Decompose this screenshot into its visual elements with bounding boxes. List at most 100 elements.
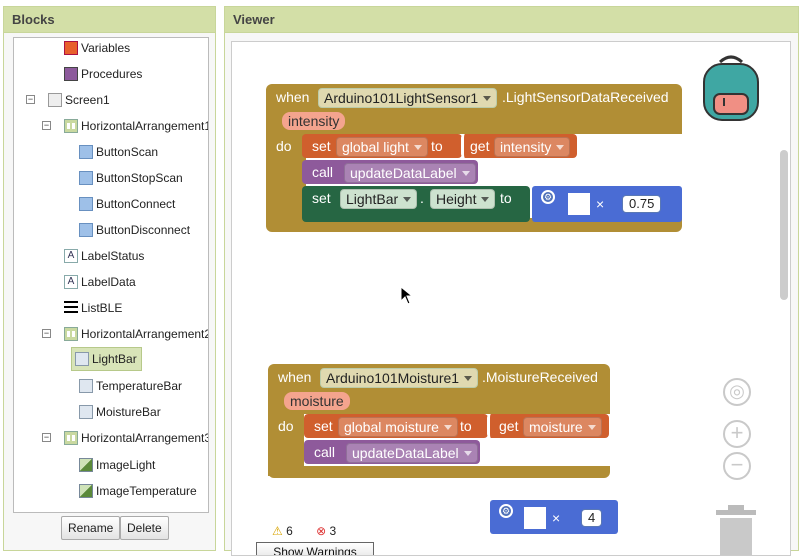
dot-separator: .	[420, 190, 424, 206]
tree-item-screen1[interactable]: Screen1	[48, 90, 110, 110]
list-icon	[64, 301, 78, 315]
gear-icon[interactable]: ⚙	[541, 190, 555, 204]
tree-item-buttonscan[interactable]: ButtonScan	[79, 142, 158, 162]
tree-item-horizontalarrangement1[interactable]: HorizontalArrangement1	[64, 116, 208, 136]
slider-icon	[79, 405, 93, 419]
when-keyword: when	[278, 369, 312, 385]
get-keyword: get	[470, 138, 490, 154]
tree-item-lightbar[interactable]: LightBar	[71, 347, 142, 371]
to-keyword: to	[460, 418, 472, 434]
tree-item-imagetemperature[interactable]: ImageTemperature	[79, 481, 197, 501]
tree-item-horizontalarrangement2[interactable]: HorizontalArrangement2	[64, 324, 208, 344]
call-keyword: call	[312, 164, 334, 180]
collapse-toggle-icon[interactable]: −	[42, 328, 51, 338]
image-icon	[79, 458, 93, 472]
event-name: .LightSensorDataReceived	[502, 89, 669, 105]
warning-icon: ⚠	[272, 524, 283, 538]
collapse-toggle-icon[interactable]: −	[26, 94, 35, 104]
property-dropdown[interactable]: Height	[430, 189, 496, 209]
button-icon	[79, 223, 93, 237]
center-target-icon[interactable]: ◎	[723, 378, 751, 406]
component-dropdown[interactable]: LightBar	[340, 189, 418, 209]
zoom-in-icon[interactable]: +	[723, 420, 751, 448]
event-parameter[interactable]: moisture	[284, 392, 350, 410]
backpack-icon[interactable]	[698, 52, 764, 124]
procedure-dropdown[interactable]: updateDataLabel	[344, 163, 476, 183]
screen-icon	[48, 93, 62, 107]
set-keyword: set	[312, 138, 331, 154]
do-keyword: do	[278, 418, 294, 434]
tree-item-buttonconnect[interactable]: ButtonConnect	[79, 194, 175, 214]
blocks-panel-title: Blocks	[4, 7, 215, 33]
get-variable-dropdown[interactable]: moisture	[523, 417, 602, 437]
delete-button[interactable]: Delete	[120, 516, 169, 540]
event-parameter[interactable]: intensity	[282, 112, 346, 130]
tree-item-listble[interactable]: ListBLE	[64, 298, 122, 318]
error-icon: ⊗	[316, 524, 327, 538]
empty-socket[interactable]	[524, 507, 546, 529]
do-keyword: do	[276, 138, 292, 154]
tree-item-buttondisconnect[interactable]: ButtonDisconnect	[79, 220, 190, 240]
multiply-operator: ×	[596, 196, 605, 212]
component-dropdown[interactable]: Arduino101Moisture1	[320, 368, 479, 388]
collapse-toggle-icon[interactable]: −	[42, 432, 51, 442]
error-count: 3	[329, 524, 337, 538]
show-warnings-button[interactable]: Show Warnings	[256, 542, 374, 555]
trash-icon[interactable]	[714, 504, 758, 556]
gear-icon[interactable]: ⚙	[499, 504, 513, 518]
tree-item-temperaturebar[interactable]: TemperatureBar	[79, 376, 182, 396]
warning-indicator: ⚠ 6 ⊗ 3	[272, 524, 336, 538]
get-variable-block[interactable]	[487, 414, 609, 438]
multiply-operator: ×	[552, 510, 561, 526]
zoom-out-icon[interactable]: −	[723, 452, 751, 480]
variable-dropdown[interactable]: global moisture	[338, 417, 458, 437]
viewer-panel: Viewer when Arduino101LightSensor1 .Ligh…	[224, 6, 799, 556]
blocks-workspace[interactable]: when Arduino101LightSensor1 .LightSensor…	[231, 41, 791, 556]
event-name: .MoistureReceived	[482, 369, 598, 385]
set-keyword: set	[312, 190, 331, 206]
label-icon: A	[64, 275, 78, 289]
set-keyword: set	[314, 418, 333, 434]
empty-socket[interactable]	[568, 193, 590, 215]
slider-icon	[79, 379, 93, 393]
procedures-icon	[64, 67, 78, 81]
button-icon	[79, 145, 93, 159]
viewer-panel-title: Viewer	[225, 7, 798, 33]
tree-item-imagelight[interactable]: ImageLight	[79, 455, 155, 475]
collapse-toggle-icon[interactable]: −	[42, 120, 51, 130]
horizontal-arrangement-icon	[64, 327, 78, 341]
procedure-dropdown[interactable]: updateDataLabel	[346, 443, 478, 463]
warning-count: 6	[286, 524, 293, 538]
call-procedure-block[interactable]	[302, 160, 478, 184]
to-keyword: to	[500, 190, 512, 206]
slider-icon	[75, 352, 89, 366]
get-keyword: get	[499, 418, 519, 434]
button-icon	[79, 197, 93, 211]
number-field[interactable]: 0.75	[622, 195, 662, 213]
component-dropdown[interactable]: Arduino101LightSensor1	[318, 88, 498, 108]
blocks-panel: Blocks Variables Procedures − Screen1 − …	[3, 6, 216, 551]
tree-item-variables[interactable]: Variables	[64, 38, 130, 58]
tree-item-horizontalarrangement3[interactable]: HorizontalArrangement3	[64, 428, 208, 448]
mouse-cursor-icon	[400, 286, 414, 305]
variable-dropdown[interactable]: global light	[336, 137, 428, 157]
get-variable-dropdown[interactable]: intensity	[494, 137, 571, 157]
tree-item-moisturebar[interactable]: MoistureBar	[79, 402, 161, 422]
tree-item-buttonstopscan[interactable]: ButtonStopScan	[79, 168, 183, 188]
workspace-scrollbar[interactable]	[780, 150, 788, 300]
horizontal-arrangement-icon	[64, 431, 78, 445]
rename-button[interactable]: Rename	[61, 516, 121, 540]
variables-icon	[64, 41, 78, 55]
number-field[interactable]: 4	[581, 509, 603, 527]
blocks-tree[interactable]: Variables Procedures − Screen1 − Horizon…	[13, 37, 209, 513]
horizontal-arrangement-icon	[64, 119, 78, 133]
image-icon	[79, 484, 93, 498]
label-icon: A	[64, 249, 78, 263]
tree-item-procedures[interactable]: Procedures	[64, 64, 142, 84]
set-variable-block[interactable]	[302, 134, 462, 158]
call-keyword: call	[314, 444, 336, 460]
call-procedure-block[interactable]	[304, 440, 480, 464]
to-keyword: to	[431, 138, 443, 154]
